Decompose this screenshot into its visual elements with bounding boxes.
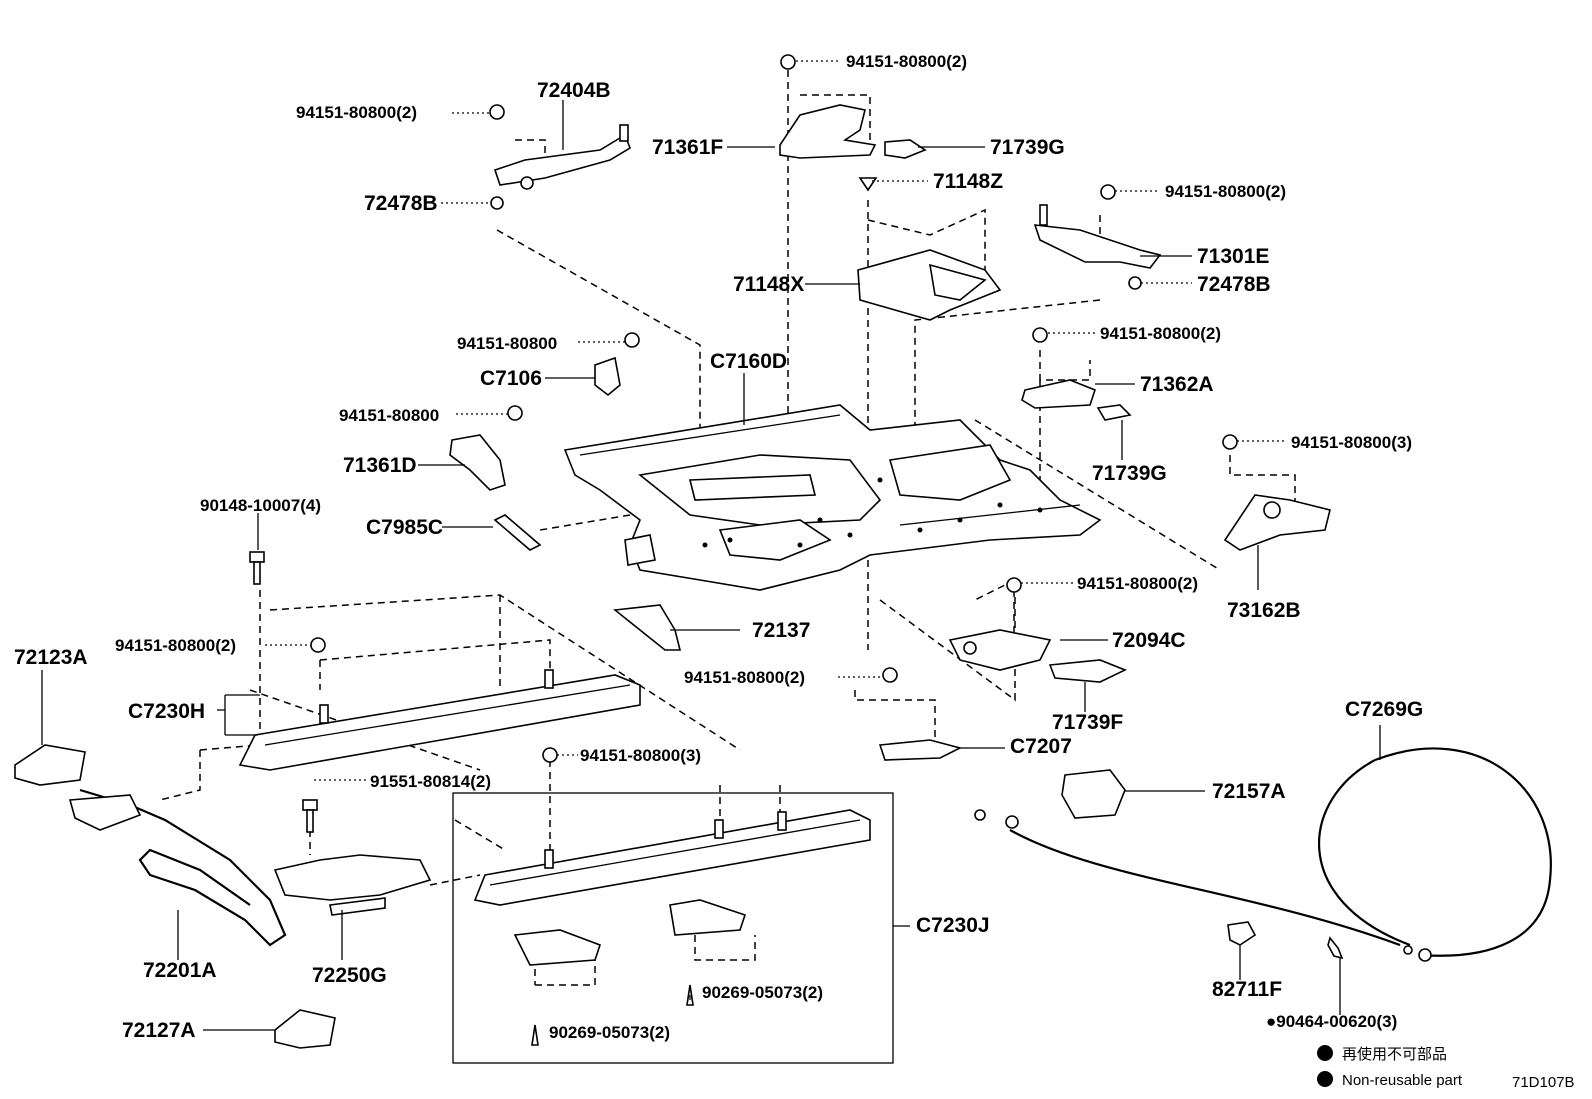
bracket-71361D-part [449,405,523,491]
label-71361F: 71361F [652,136,723,159]
label-94151-b: 94151-80800(3) [580,746,701,765]
label-71739G-a: 71739G [990,136,1065,159]
bracket-73162B-part [1222,434,1331,551]
cover-72137-part [612,604,682,651]
label-C7985C: C7985C [366,516,443,539]
label-71148Z: 71148Z [933,170,1003,193]
label-72157A: 72157A [1212,780,1286,803]
clip-71739F-part [1048,659,1127,683]
cover-72127A-part [274,1009,336,1049]
clip-71739G-part [884,139,927,159]
legend-non-reusable-jp: 再使用不可部品 [1342,1046,1447,1063]
label-94151-r2: 94151-80800(2) [1100,324,1221,343]
towel-bar-72201A-part [68,788,287,947]
nut-icon [489,104,505,120]
label-72137: 72137 [752,619,810,642]
label-94151-l: 94151-80800(2) [115,636,236,655]
label-C7230H: C7230H [128,700,205,723]
tube-C7985C-part [493,514,542,551]
washer-icon [490,196,504,210]
bolt-91551-icon [302,799,318,833]
bracket-71362A-part [1021,327,1132,421]
legend-non-reusable-en: Non-reusable part [1342,1072,1463,1089]
label-71361D: 71361D [343,454,417,477]
clip-82711F-part [1227,921,1257,946]
label-82711F: 82711F [1212,978,1282,1001]
cable-C7269G-part [974,747,1552,962]
label-72094C: 72094C [1112,629,1186,652]
label-C7207: C7207 [1010,735,1072,758]
label-72478B-a: 72478B [364,192,438,215]
label-90269-a: 90269-05073(2) [702,983,823,1002]
C7106-part [594,332,640,397]
lever-72250G-part [273,854,432,916]
bracket-71301E-part [1033,184,1162,290]
cover-71148X-part [857,249,1002,321]
label-71362A: 71362A [1140,373,1214,396]
cover-72123A-part [14,744,86,786]
nut-icon [780,54,796,70]
label-90148: 90148-10007(4) [200,496,321,515]
label-72123A: 72123A [14,646,88,669]
diagram-code: 71D107B [1512,1074,1575,1091]
label-C7160D: C7160D [710,350,787,373]
label-72127A: 72127A [122,1019,196,1042]
C7207-part [878,667,963,761]
label-72201A: 72201A [143,959,217,982]
label-71739G-b: 71739G [1092,462,1167,485]
label-94151-a: 94151-80800(2) [296,103,417,122]
part-labels: 72404B 94151-80800(2) 72478B 94151-80800… [14,52,1423,1042]
label-72250G: 72250G [312,964,387,987]
label-71301E: 71301E [1197,245,1269,268]
label-94151-r3: 94151-80800(3) [1291,433,1412,452]
label-C7269G: C7269G [1345,698,1423,721]
bracket-72094C-part [948,577,1052,671]
cover-72157A-part [1061,769,1126,819]
label-94151-r1: 94151-80800(2) [1165,182,1286,201]
label-94151-m1: 94151-80800 [457,334,557,353]
label-94151-r4: 94151-80800(2) [1077,574,1198,593]
rail-C7230J-part [473,747,871,1046]
label-72404B: 72404B [537,79,611,102]
leader-lines [41,60,1381,1031]
label-94151-top: 94151-80800(2) [846,52,967,71]
screw-71148Z-icon [858,177,878,192]
label-90464: ●90464-00620(3) [1266,1012,1397,1031]
label-90269-b: 90269-05073(2) [549,1023,670,1042]
seat-frame-part [563,404,1102,591]
non-reusable-bullet-icon [1317,1045,1333,1061]
label-94151-m2: 94151-80800 [339,406,439,425]
label-73162B: 73162B [1227,599,1301,622]
label-91551: 91551-80814(2) [370,772,491,791]
non-reusable-bullet-icon [1317,1071,1333,1087]
bracket-71361F-part [779,104,877,159]
label-94151-c: 94151-80800(2) [684,668,805,687]
label-72478B-b: 72478B [1197,273,1271,296]
legend: 再使用不可部品 Non-reusable part 71D107B [1317,1045,1575,1091]
bolt-90148-icon [249,551,265,585]
C7230J-group-box [452,792,894,1064]
label-71148X: 71148X [733,273,804,296]
clamp-90464-part [1327,936,1344,960]
label-C7230J: C7230J [916,914,990,937]
label-C7106: C7106 [480,367,542,390]
bracket-72404B-part [493,124,631,190]
label-71739F: 71739F [1052,711,1123,734]
